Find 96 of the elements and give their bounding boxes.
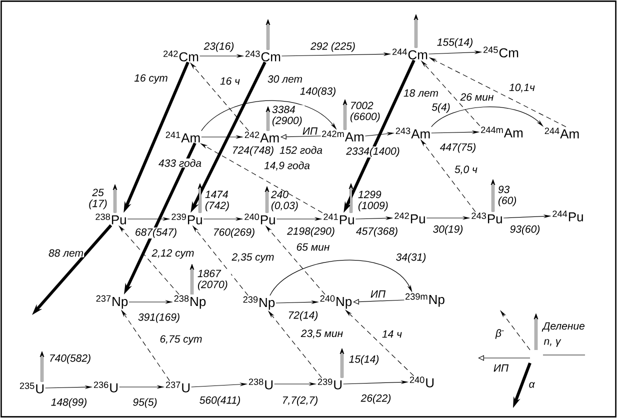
legend-label: Деление xyxy=(542,322,584,332)
legend-label: ИП xyxy=(494,364,509,372)
edge-label: 6,75 сут xyxy=(159,334,203,346)
edge-label: 16 сут xyxy=(134,74,168,84)
isotope-label: $^{239m}$Np xyxy=(406,293,444,307)
double-arrow xyxy=(490,179,496,212)
edge-label: 7002 (6600) xyxy=(349,101,383,123)
edge-label: 2,12 сут xyxy=(151,248,195,260)
double-arrow xyxy=(112,184,118,213)
edge-label: 34(31) xyxy=(395,252,427,264)
isotope-label: $^{238}$U xyxy=(248,378,273,390)
edge-label: 1299 (1009) xyxy=(357,190,391,212)
double-arrow xyxy=(190,264,194,294)
edge-label: 2334(1400) xyxy=(346,146,400,158)
edge-label: 14 ч xyxy=(381,330,403,338)
edge-label: 724(748) xyxy=(231,146,275,156)
edge-label: 1867 (2070) xyxy=(196,269,232,291)
isotope-label: $^{238}$Pu xyxy=(96,214,126,224)
edge-label: 740(582) xyxy=(48,354,92,364)
edge-label: 93(60) xyxy=(509,224,541,236)
isotope-label: $^{241}$Am xyxy=(166,132,200,142)
edge-label: 3384 (2900) xyxy=(271,105,305,127)
edge-label: 457(368) xyxy=(355,226,399,238)
edge-label: 30(19) xyxy=(432,224,464,236)
isotope-label: $^{239}$Pu xyxy=(172,214,202,224)
edge-label: 15(14) xyxy=(348,354,380,366)
edge-label: 155(14) xyxy=(436,38,474,48)
edge-label: 5,0 ч xyxy=(454,165,478,175)
isotope-label: $^{237}$U xyxy=(166,382,190,392)
double-arrow xyxy=(40,351,44,382)
edge-label: 72(14) xyxy=(287,310,319,322)
edge-label: 26 мин xyxy=(460,92,494,102)
edge-label: 23(16) xyxy=(203,42,235,52)
edge-label: 760(269) xyxy=(212,228,256,238)
edge-label: 18 лет xyxy=(402,88,440,98)
edge-label: 26(22) xyxy=(360,394,392,404)
double-arrow xyxy=(198,183,202,213)
edge-label: 140(83) xyxy=(299,86,337,98)
isotope-label: $^{240}$Np xyxy=(320,295,352,309)
edge-label: 7,7(2,7) xyxy=(281,396,319,406)
isotope-label: $^{244}$Am xyxy=(544,128,579,138)
edge-label: 23,5 мин xyxy=(300,329,344,339)
edge-label: 1474 (742) xyxy=(204,190,234,212)
edge-label: 2,35 сут xyxy=(231,252,275,264)
double-arrow xyxy=(266,106,270,131)
isotope-label: $^{244}$Pu xyxy=(552,210,583,222)
edge-label: 560(411) xyxy=(198,396,242,406)
isotope-label: $^{244m}$Am xyxy=(481,126,523,138)
edge-label: 447(75) xyxy=(439,142,477,154)
double-arrow xyxy=(266,19,270,50)
double-arrow xyxy=(342,99,348,130)
isotope-label: $^{242}$Cm xyxy=(164,50,198,62)
edge-label: 10,1ч xyxy=(508,83,536,93)
edge-label: 25 (17) xyxy=(86,188,110,210)
edge-label: 240 (0,03) xyxy=(270,190,298,212)
double-arrow xyxy=(264,186,270,213)
isotope-label: $^{240}$Pu xyxy=(244,214,275,224)
duration-label: 152 года xyxy=(280,146,322,154)
edge-label: 433 года xyxy=(158,158,202,168)
isotope-label: $^{239}$Np xyxy=(243,296,275,310)
isotope-label: $^{241}$Pu xyxy=(324,214,354,224)
edge-label: 16 ч xyxy=(219,76,241,86)
isotope-label: $^{242}$Am xyxy=(244,132,279,142)
double-arrow xyxy=(414,14,418,48)
legend-label: α xyxy=(529,382,536,388)
edge-label: 14,9 года xyxy=(263,160,311,172)
isotope-label: $^{239}$U xyxy=(318,378,342,390)
isotope-label: $^{245}$Cm xyxy=(484,46,518,58)
edge-label: ИП xyxy=(370,290,386,298)
double-arrow xyxy=(348,183,354,213)
isotope-label: $^{242}$Pu xyxy=(394,212,425,224)
edge-label: 93 (60) xyxy=(497,185,519,207)
edge-label: 65 мин xyxy=(296,242,330,252)
edge-label: 687(547) xyxy=(134,228,178,238)
edge-label: 30 лет xyxy=(266,74,304,84)
legend-label: n, γ xyxy=(544,339,562,347)
double-arrow xyxy=(340,348,344,378)
edge-label: 95(5) xyxy=(132,398,158,408)
edge-label: 148(99) xyxy=(50,398,88,408)
edge-label: 292 (225) xyxy=(310,42,356,52)
isotope-label: $^{238}$Np xyxy=(174,295,206,309)
edge-label: 391(169) xyxy=(137,312,181,324)
isotope-label: $^{243}$Cm xyxy=(246,50,280,62)
isotope-label: $^{243}$Am xyxy=(396,128,430,138)
isotope-label: $^{242m}$Am xyxy=(322,130,364,142)
edge-label: 2198(290) xyxy=(286,226,336,238)
isotope-label: $^{240}$U xyxy=(410,376,434,388)
isotope-label: $^{236}$U xyxy=(94,382,118,392)
legend-label: β$^{-}$ xyxy=(495,329,504,339)
edge-label: 88 лет xyxy=(48,248,84,258)
isotope-label: $^{243}$Pu xyxy=(472,212,502,224)
isotope-label: $^{237}$Np xyxy=(96,295,128,309)
edge-label: 5(4) xyxy=(431,102,451,114)
edge-label: ИП xyxy=(302,126,318,136)
isotope-label: $^{235}$U xyxy=(20,382,44,394)
isotope-label: $^{244}$Cm xyxy=(392,48,428,60)
